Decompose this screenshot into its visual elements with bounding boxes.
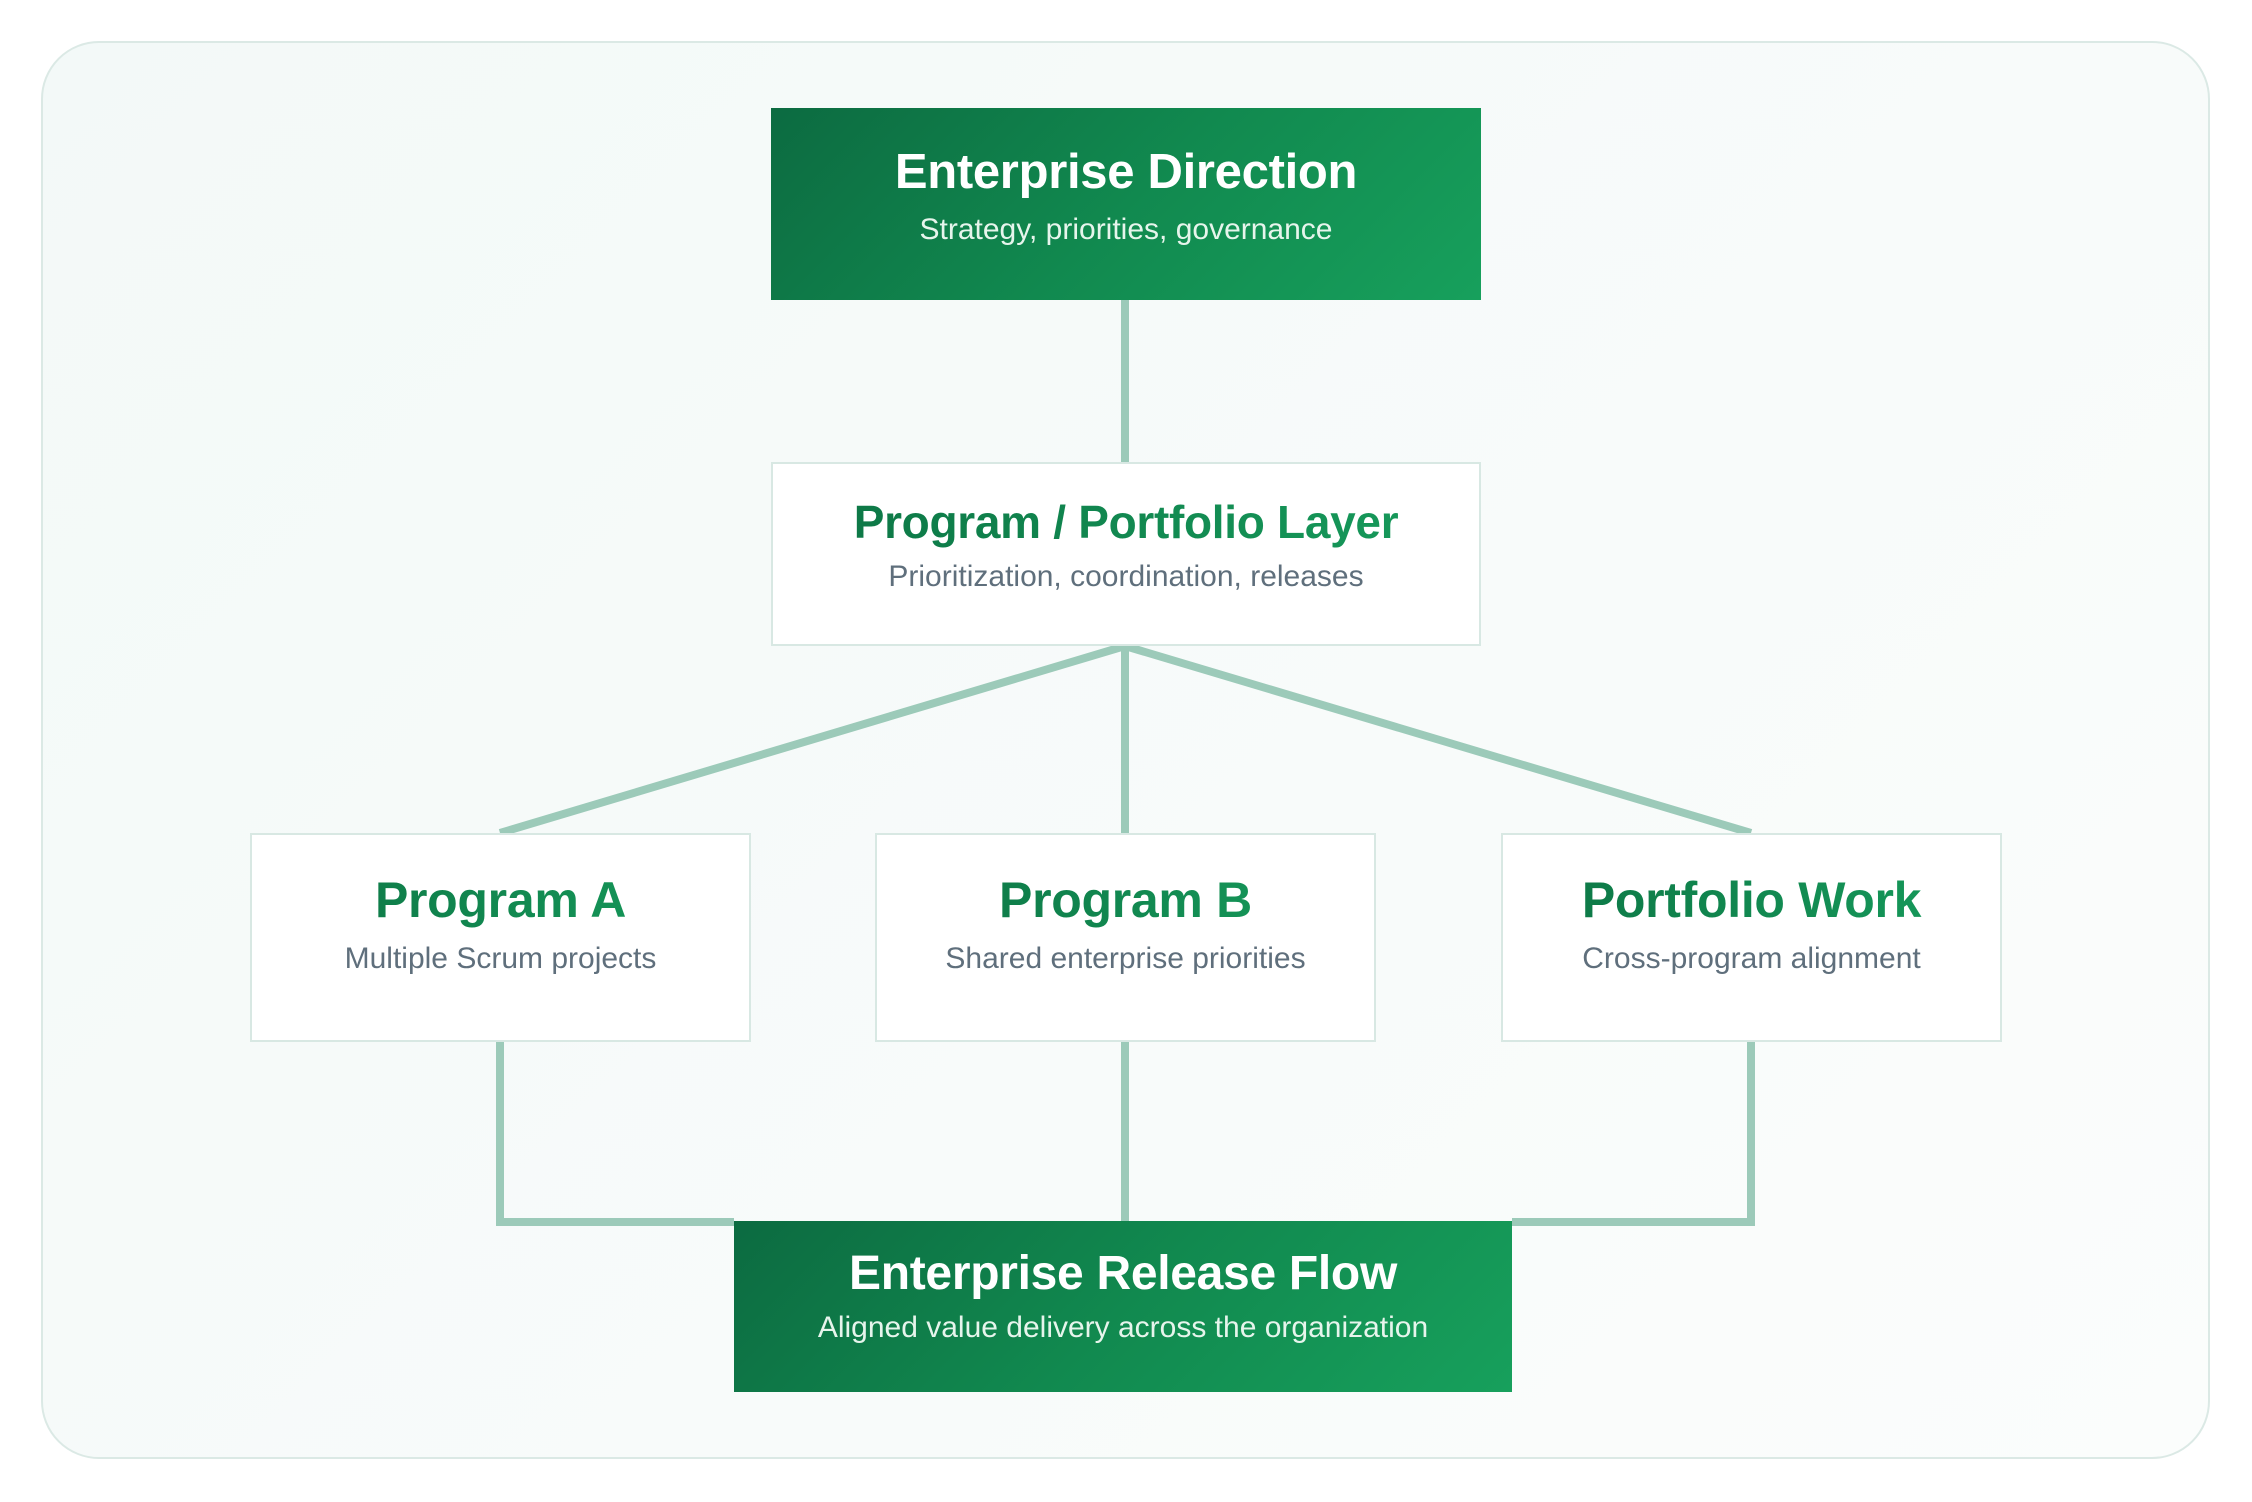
- edge-layer-to-portfolio-work: [1123, 642, 1753, 837]
- node-subtitle: Multiple Scrum projects: [344, 942, 657, 975]
- node-subtitle: Shared enterprise priorities: [945, 942, 1306, 975]
- node-program-b: Program B Shared enterprise priorities: [875, 833, 1376, 1042]
- node-subtitle: Strategy, priorities, governance: [919, 213, 1333, 246]
- node-subtitle: Cross-program alignment: [1582, 942, 1921, 975]
- node-title: Portfolio Work: [1503, 871, 2000, 929]
- node-enterprise-direction: Enterprise Direction Strategy, prioritie…: [771, 108, 1481, 300]
- node-title: Program / Portfolio Layer: [773, 495, 1479, 549]
- node-program-a: Program A Multiple Scrum projects: [250, 833, 751, 1042]
- node-title: Enterprise Release Flow: [849, 1247, 1397, 1300]
- node-title: Enterprise Direction: [894, 145, 1358, 199]
- node-title: Program A: [252, 871, 749, 929]
- edge-layer-to-program-a: [498, 642, 1127, 837]
- node-subtitle: Prioritization, coordination, releases: [888, 560, 1364, 593]
- edge-portfolio-work-to-release-flow: [1512, 1042, 1755, 1226]
- node-enterprise-release-flow: Enterprise Release Flow Aligned value de…: [734, 1221, 1512, 1392]
- node-subtitle: Aligned value delivery across the organi…: [817, 1311, 1429, 1344]
- node-portfolio-work: Portfolio Work Cross-program alignment: [1501, 833, 2002, 1042]
- node-program-portfolio-layer: Program / Portfolio Layer Prioritization…: [771, 462, 1481, 646]
- node-title: Program B: [877, 871, 1374, 929]
- edge-program-a-to-release-flow: [496, 1042, 734, 1226]
